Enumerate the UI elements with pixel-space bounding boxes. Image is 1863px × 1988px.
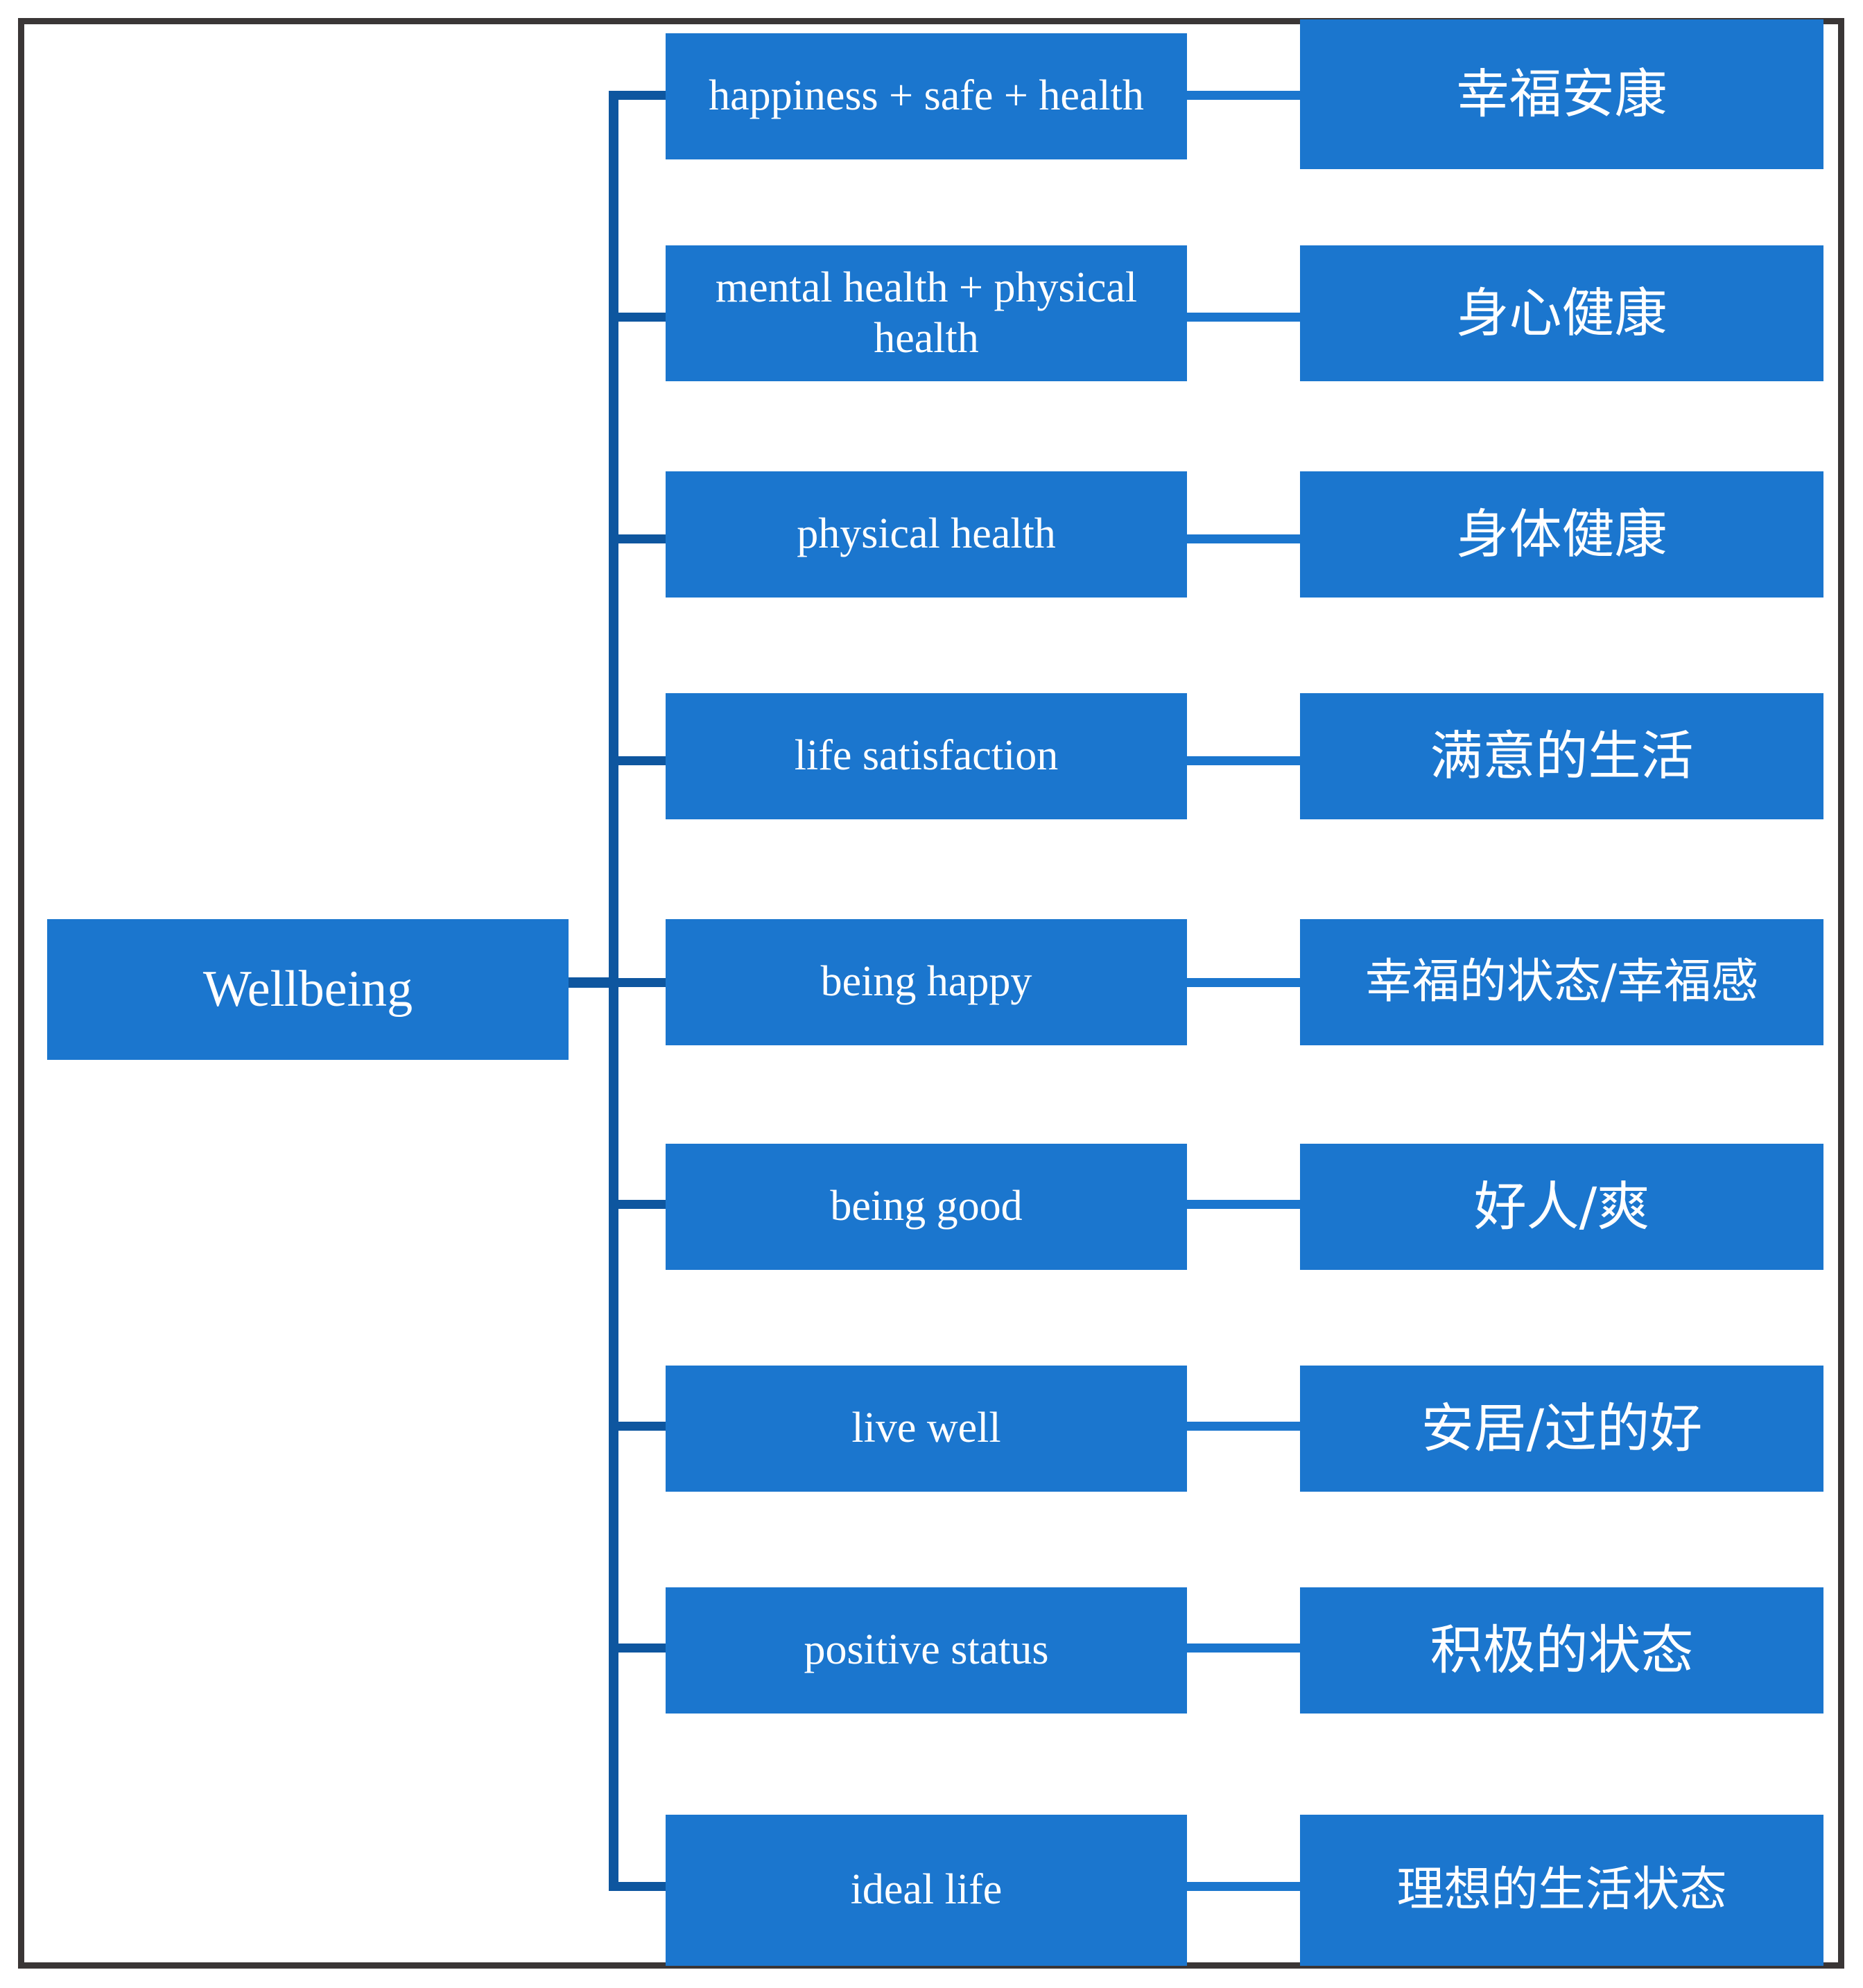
translation-link-5: [1187, 978, 1302, 987]
translation-link-7: [1187, 1422, 1302, 1431]
branch-stub-5: [609, 978, 667, 987]
translation-link-4: [1187, 756, 1302, 765]
node-english-1[interactable]: happiness + safe + health: [666, 33, 1187, 159]
node-chinese-5[interactable]: 幸福的状态/幸福感: [1300, 919, 1823, 1045]
node-english-9[interactable]: ideal life: [666, 1815, 1187, 1966]
node-english-8[interactable]: positive status: [666, 1587, 1187, 1714]
tree-trunk-line: [609, 91, 618, 1891]
node-english-3[interactable]: physical health: [666, 471, 1187, 598]
branch-stub-8: [609, 1643, 667, 1653]
translation-link-9: [1187, 1882, 1302, 1891]
node-english-4[interactable]: life satisfaction: [666, 693, 1187, 819]
branch-stub-7: [609, 1422, 667, 1431]
node-chinese-9[interactable]: 理想的生活状态: [1300, 1815, 1823, 1966]
node-english-6[interactable]: being good: [666, 1144, 1187, 1270]
translation-link-3: [1187, 534, 1302, 543]
branch-stub-2: [609, 313, 667, 322]
branch-stub-9: [609, 1882, 667, 1891]
branch-stub-4: [609, 756, 667, 765]
branch-stub-3: [609, 534, 667, 543]
node-chinese-8[interactable]: 积极的状态: [1300, 1587, 1823, 1714]
node-root-wellbeing[interactable]: Wellbeing: [47, 919, 569, 1060]
root-connector-line: [569, 977, 618, 988]
node-chinese-4[interactable]: 满意的生活: [1300, 693, 1823, 819]
node-chinese-2[interactable]: 身心健康: [1300, 245, 1823, 381]
node-english-7[interactable]: live well: [666, 1366, 1187, 1492]
node-english-5[interactable]: being happy: [666, 919, 1187, 1045]
translation-link-1: [1187, 91, 1302, 100]
translation-link-6: [1187, 1200, 1302, 1209]
node-chinese-3[interactable]: 身体健康: [1300, 471, 1823, 598]
node-chinese-7[interactable]: 安居/过的好: [1300, 1366, 1823, 1492]
branch-stub-6: [609, 1200, 667, 1209]
branch-stub-1: [609, 91, 667, 100]
node-chinese-6[interactable]: 好人/爽: [1300, 1144, 1823, 1270]
node-chinese-1[interactable]: 幸福安康: [1300, 19, 1823, 169]
translation-link-8: [1187, 1643, 1302, 1653]
translation-link-2: [1187, 313, 1302, 322]
node-english-2[interactable]: mental health + physical health: [666, 245, 1187, 381]
